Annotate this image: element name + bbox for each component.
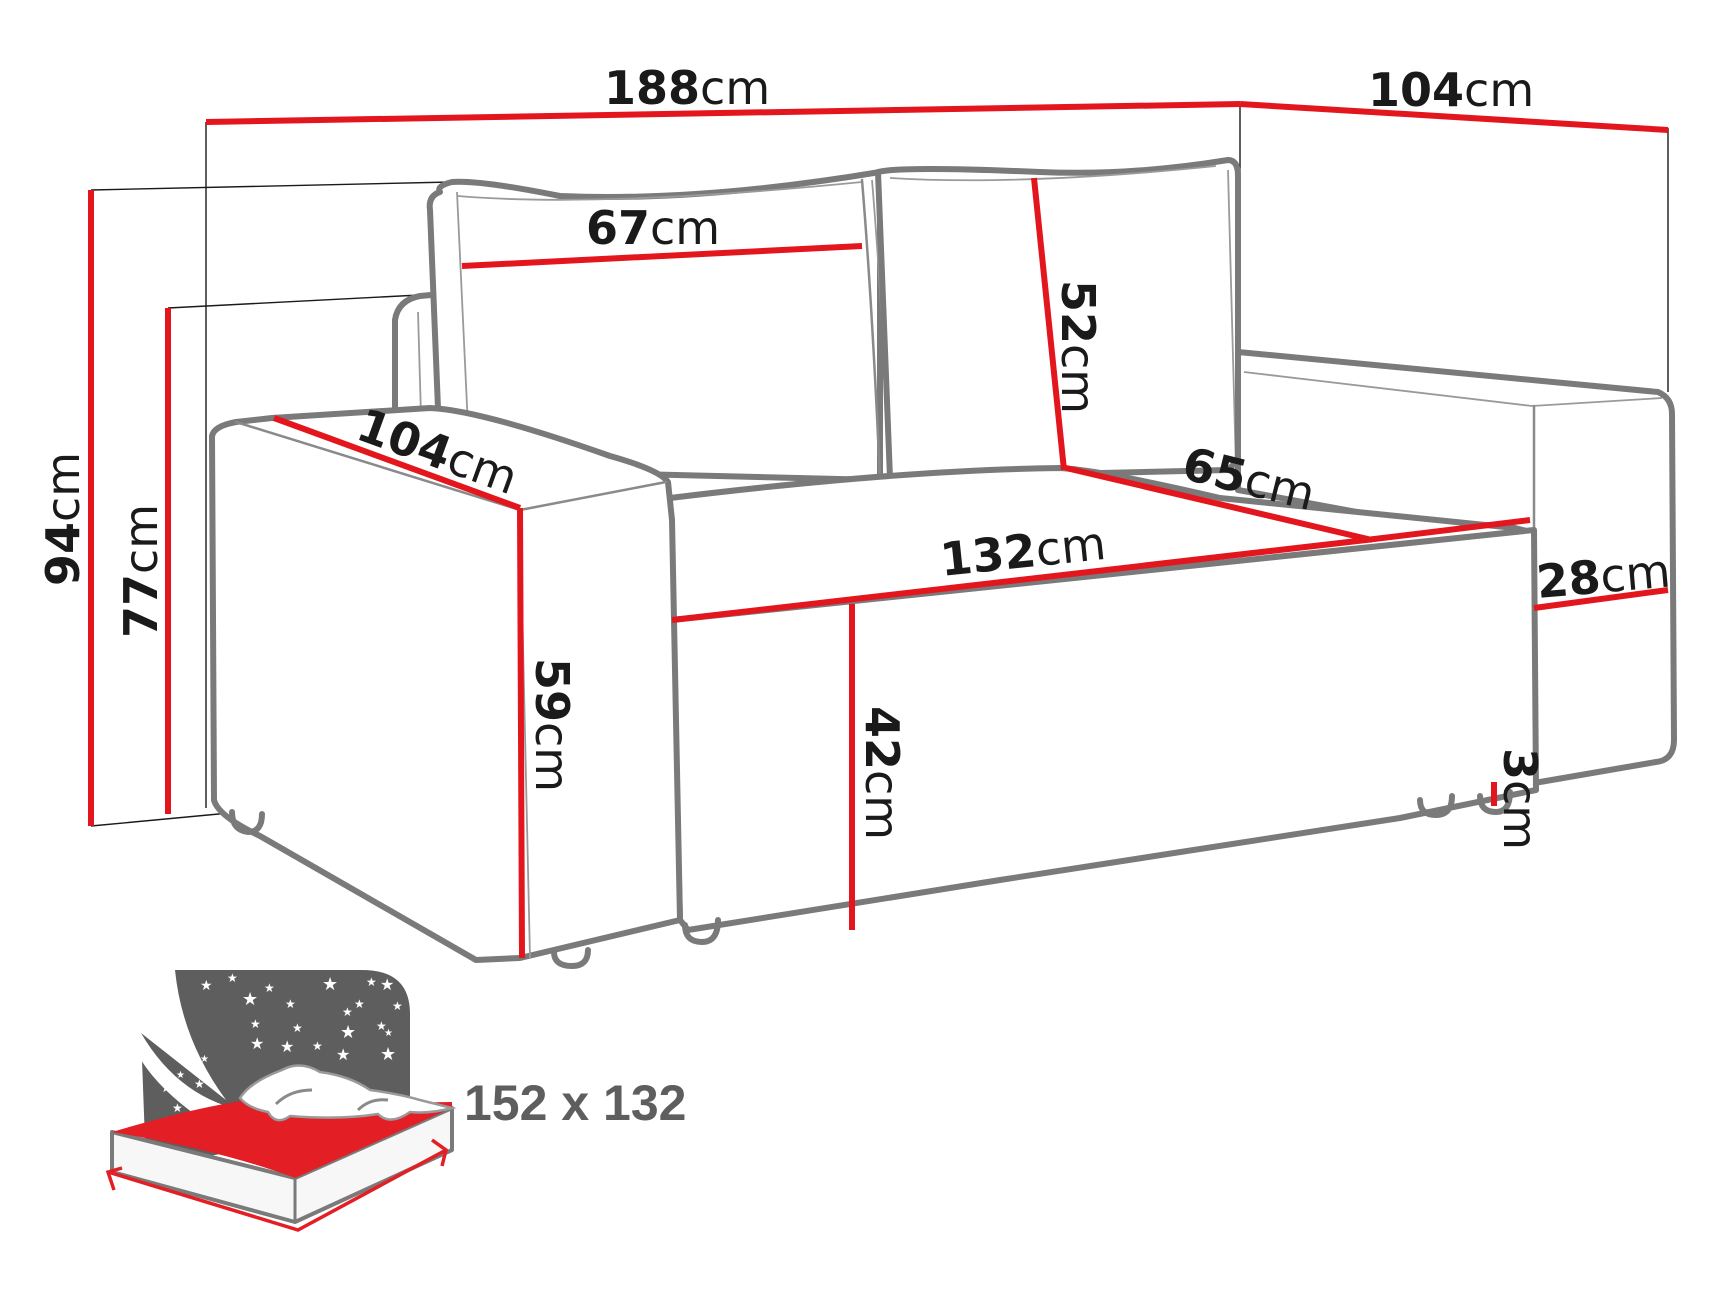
extension-lines (90, 104, 1669, 827)
label-armrest-width: 28cm (1534, 543, 1672, 608)
dimension-labels: 188cm 104cm 67cm 52cm 94cm 77cm 104cm 59… (36, 61, 1673, 850)
sofa-illustration (209, 157, 1677, 969)
dim-line-armrest-height (517, 507, 525, 959)
sleeping-area-label: 152 x 132 (464, 1075, 686, 1131)
svg-text:★: ★ (336, 1045, 350, 1064)
svg-text:★: ★ (340, 1022, 356, 1043)
label-cushion-height: 52cm (1051, 280, 1105, 414)
svg-text:★: ★ (200, 978, 213, 994)
svg-text:★: ★ (227, 971, 238, 985)
svg-text:★: ★ (172, 1101, 183, 1115)
svg-text:★: ★ (242, 989, 258, 1010)
svg-text:★: ★ (280, 1037, 294, 1056)
dim-line-total-width (205, 101, 1241, 125)
label-total-height: 94cm (36, 452, 90, 586)
dim-line-cushion-width (461, 243, 863, 269)
svg-text:★: ★ (176, 1070, 185, 1081)
svg-text:★: ★ (264, 981, 275, 995)
svg-text:★: ★ (380, 975, 394, 994)
svg-text:★: ★ (250, 1017, 261, 1031)
label-armrest-height: 59cm (525, 658, 579, 792)
svg-text:★: ★ (384, 1028, 393, 1039)
dim-line-seat-depth (1065, 465, 1373, 543)
dim-line-armrest-depth (272, 415, 522, 511)
svg-text:★: ★ (285, 997, 296, 1011)
svg-text:★: ★ (366, 975, 377, 989)
dim-line-armrest-width (1533, 587, 1669, 611)
dim-line-total-depth (1239, 101, 1669, 133)
svg-text:★: ★ (150, 1061, 161, 1075)
svg-text:★: ★ (322, 974, 338, 995)
svg-text:★: ★ (160, 1077, 174, 1096)
label-cushion-width: 67cm (586, 201, 720, 255)
foot-mid (682, 917, 721, 945)
dim-line-cushion-height (1031, 177, 1067, 471)
svg-text:★: ★ (292, 1021, 303, 1035)
svg-text:★: ★ (354, 997, 365, 1011)
foot-left-back (229, 809, 265, 835)
svg-text:★: ★ (194, 1077, 205, 1091)
label-total-width: 188cm (604, 61, 770, 115)
svg-text:★: ★ (200, 1054, 209, 1065)
dimension-lines (88, 101, 1669, 959)
bed-with-night-sky-icon: ★ ★ ★ ★ ★ ★ ★ ★ ★ ★ ★ ★ ★ ★ ★ ★ ★ ★ ★ ★ … (105, 970, 457, 1232)
label-total-depth: 104cm (1368, 63, 1534, 117)
svg-text:★: ★ (380, 1044, 396, 1065)
foot-right-back (1477, 789, 1513, 815)
svg-text:★: ★ (312, 1039, 323, 1053)
foot-left-front (551, 947, 591, 969)
svg-text:★: ★ (250, 1034, 264, 1053)
stars: ★ ★ ★ ★ ★ ★ ★ ★ ★ ★ ★ ★ ★ ★ ★ ★ ★ ★ ★ ★ … (150, 971, 403, 1115)
foot-right-front (1417, 793, 1455, 818)
label-leg-height: 3cm (1493, 748, 1547, 850)
svg-text:★: ★ (392, 999, 403, 1013)
svg-text:★: ★ (376, 1019, 387, 1033)
svg-text:★: ★ (342, 1005, 353, 1019)
label-backrest-height: 77cm (114, 504, 168, 638)
label-seat-width: 132cm (938, 516, 1109, 587)
label-seat-height: 42cm (855, 706, 909, 840)
